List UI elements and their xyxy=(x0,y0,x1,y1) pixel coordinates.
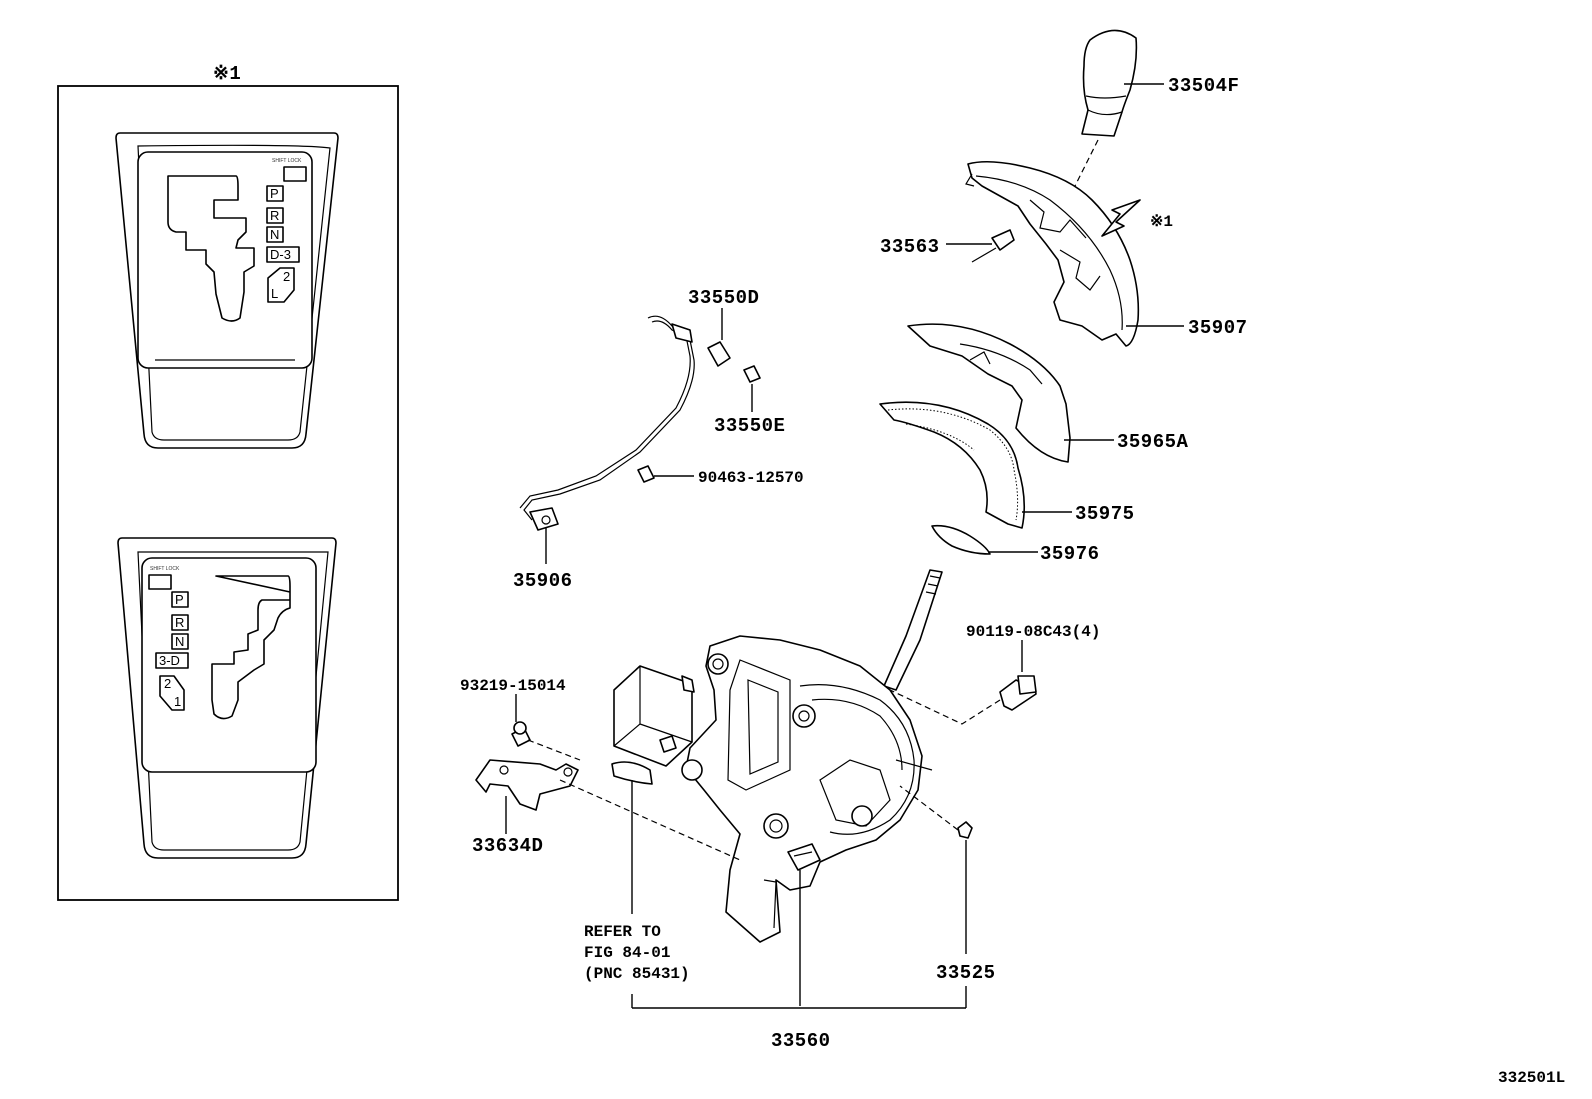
lower-gear-p: P xyxy=(175,592,184,607)
shift-knob: 33504F xyxy=(1069,29,1239,197)
label-33634D: 33634D xyxy=(472,835,543,857)
upper-gear-2: 2 xyxy=(283,269,290,284)
lower-gear-n: N xyxy=(175,634,184,649)
refer-line3: (PNC 85431) xyxy=(584,965,690,983)
shift-assembly: 33560 xyxy=(611,569,967,1052)
label-90463-12570: 90463-12570 xyxy=(698,469,804,487)
bolt-large: 90119-08C43(4) xyxy=(889,623,1100,725)
label-35975: 35975 xyxy=(1075,503,1135,525)
housing-cover: ※1 35907 xyxy=(965,160,1248,347)
refer-line2: FIG 84-01 xyxy=(584,944,670,962)
view-marker: ※1 xyxy=(1150,213,1173,231)
lower-shift-lock-button xyxy=(148,574,172,590)
upper-shift-lock-label: SHIFT LOCK xyxy=(272,158,302,164)
cover-a: 35965A xyxy=(907,323,1189,463)
label-33525: 33525 xyxy=(936,962,996,984)
label-35976: 35976 xyxy=(1040,543,1100,565)
upper-shift-lock-button xyxy=(283,166,307,182)
wire-connector xyxy=(529,507,559,531)
label-35906: 35906 xyxy=(513,570,573,592)
lower-shift-bezel: SHIFT LOCK P R N 3-D 2 1 xyxy=(117,537,337,859)
lower-gear-r: R xyxy=(175,615,184,630)
wire-harness: 35906 xyxy=(513,315,695,592)
label-90119-08C43: 90119-08C43(4) xyxy=(966,623,1100,641)
nut: 33525 xyxy=(899,785,996,984)
plug: 33563 xyxy=(880,229,1015,263)
figure-code: 332501L xyxy=(1498,1069,1565,1087)
lower-gear-3d: 3-D xyxy=(159,653,180,668)
label-33504F: 33504F xyxy=(1168,75,1239,97)
upper-gate-slot xyxy=(167,175,255,322)
upper-gear-l: L xyxy=(271,286,278,301)
label-33550E: 33550E xyxy=(714,415,785,437)
label-35965A: 35965A xyxy=(1117,431,1189,453)
inset-frame xyxy=(57,85,399,901)
inset-marker: ※1 xyxy=(213,63,241,85)
bulb-d: 33550D xyxy=(688,287,759,367)
lower-shift-lock-label: SHIFT LOCK xyxy=(150,566,180,572)
cover-b: 35975 xyxy=(879,401,1135,529)
label-33563: 33563 xyxy=(880,236,940,258)
view-arrow xyxy=(1101,199,1141,237)
lower-gate-slot xyxy=(211,575,291,720)
label-33560: 33560 xyxy=(771,1030,831,1052)
upper-gear-d3: D-3 xyxy=(270,247,291,262)
bolt-small: 93219-15014 xyxy=(460,677,581,761)
label-33550D: 33550D xyxy=(688,287,759,309)
plate: 35976 xyxy=(931,524,1100,565)
upper-gear-r: R xyxy=(270,208,279,223)
refer-note: REFER TO FIG 84-01 (PNC 85431) xyxy=(584,923,690,983)
bracket: 33634D xyxy=(472,759,741,861)
upper-gear-n: N xyxy=(270,227,279,242)
upper-shift-bezel: SHIFT LOCK P R N D-3 2 L xyxy=(115,132,339,449)
clip: 90463-12570 xyxy=(637,465,804,487)
label-35907: 35907 xyxy=(1188,317,1248,339)
bulb-e: 33550E xyxy=(714,365,785,437)
lower-gear-1: 1 xyxy=(174,694,181,709)
label-93219-15014: 93219-15014 xyxy=(460,677,566,695)
upper-gear-p: P xyxy=(270,186,279,201)
refer-line1: REFER TO xyxy=(584,923,661,941)
inset-panel: ※1 SHIFT LOCK P R N D-3 2 L xyxy=(57,63,399,901)
lower-gear-2: 2 xyxy=(164,676,171,691)
